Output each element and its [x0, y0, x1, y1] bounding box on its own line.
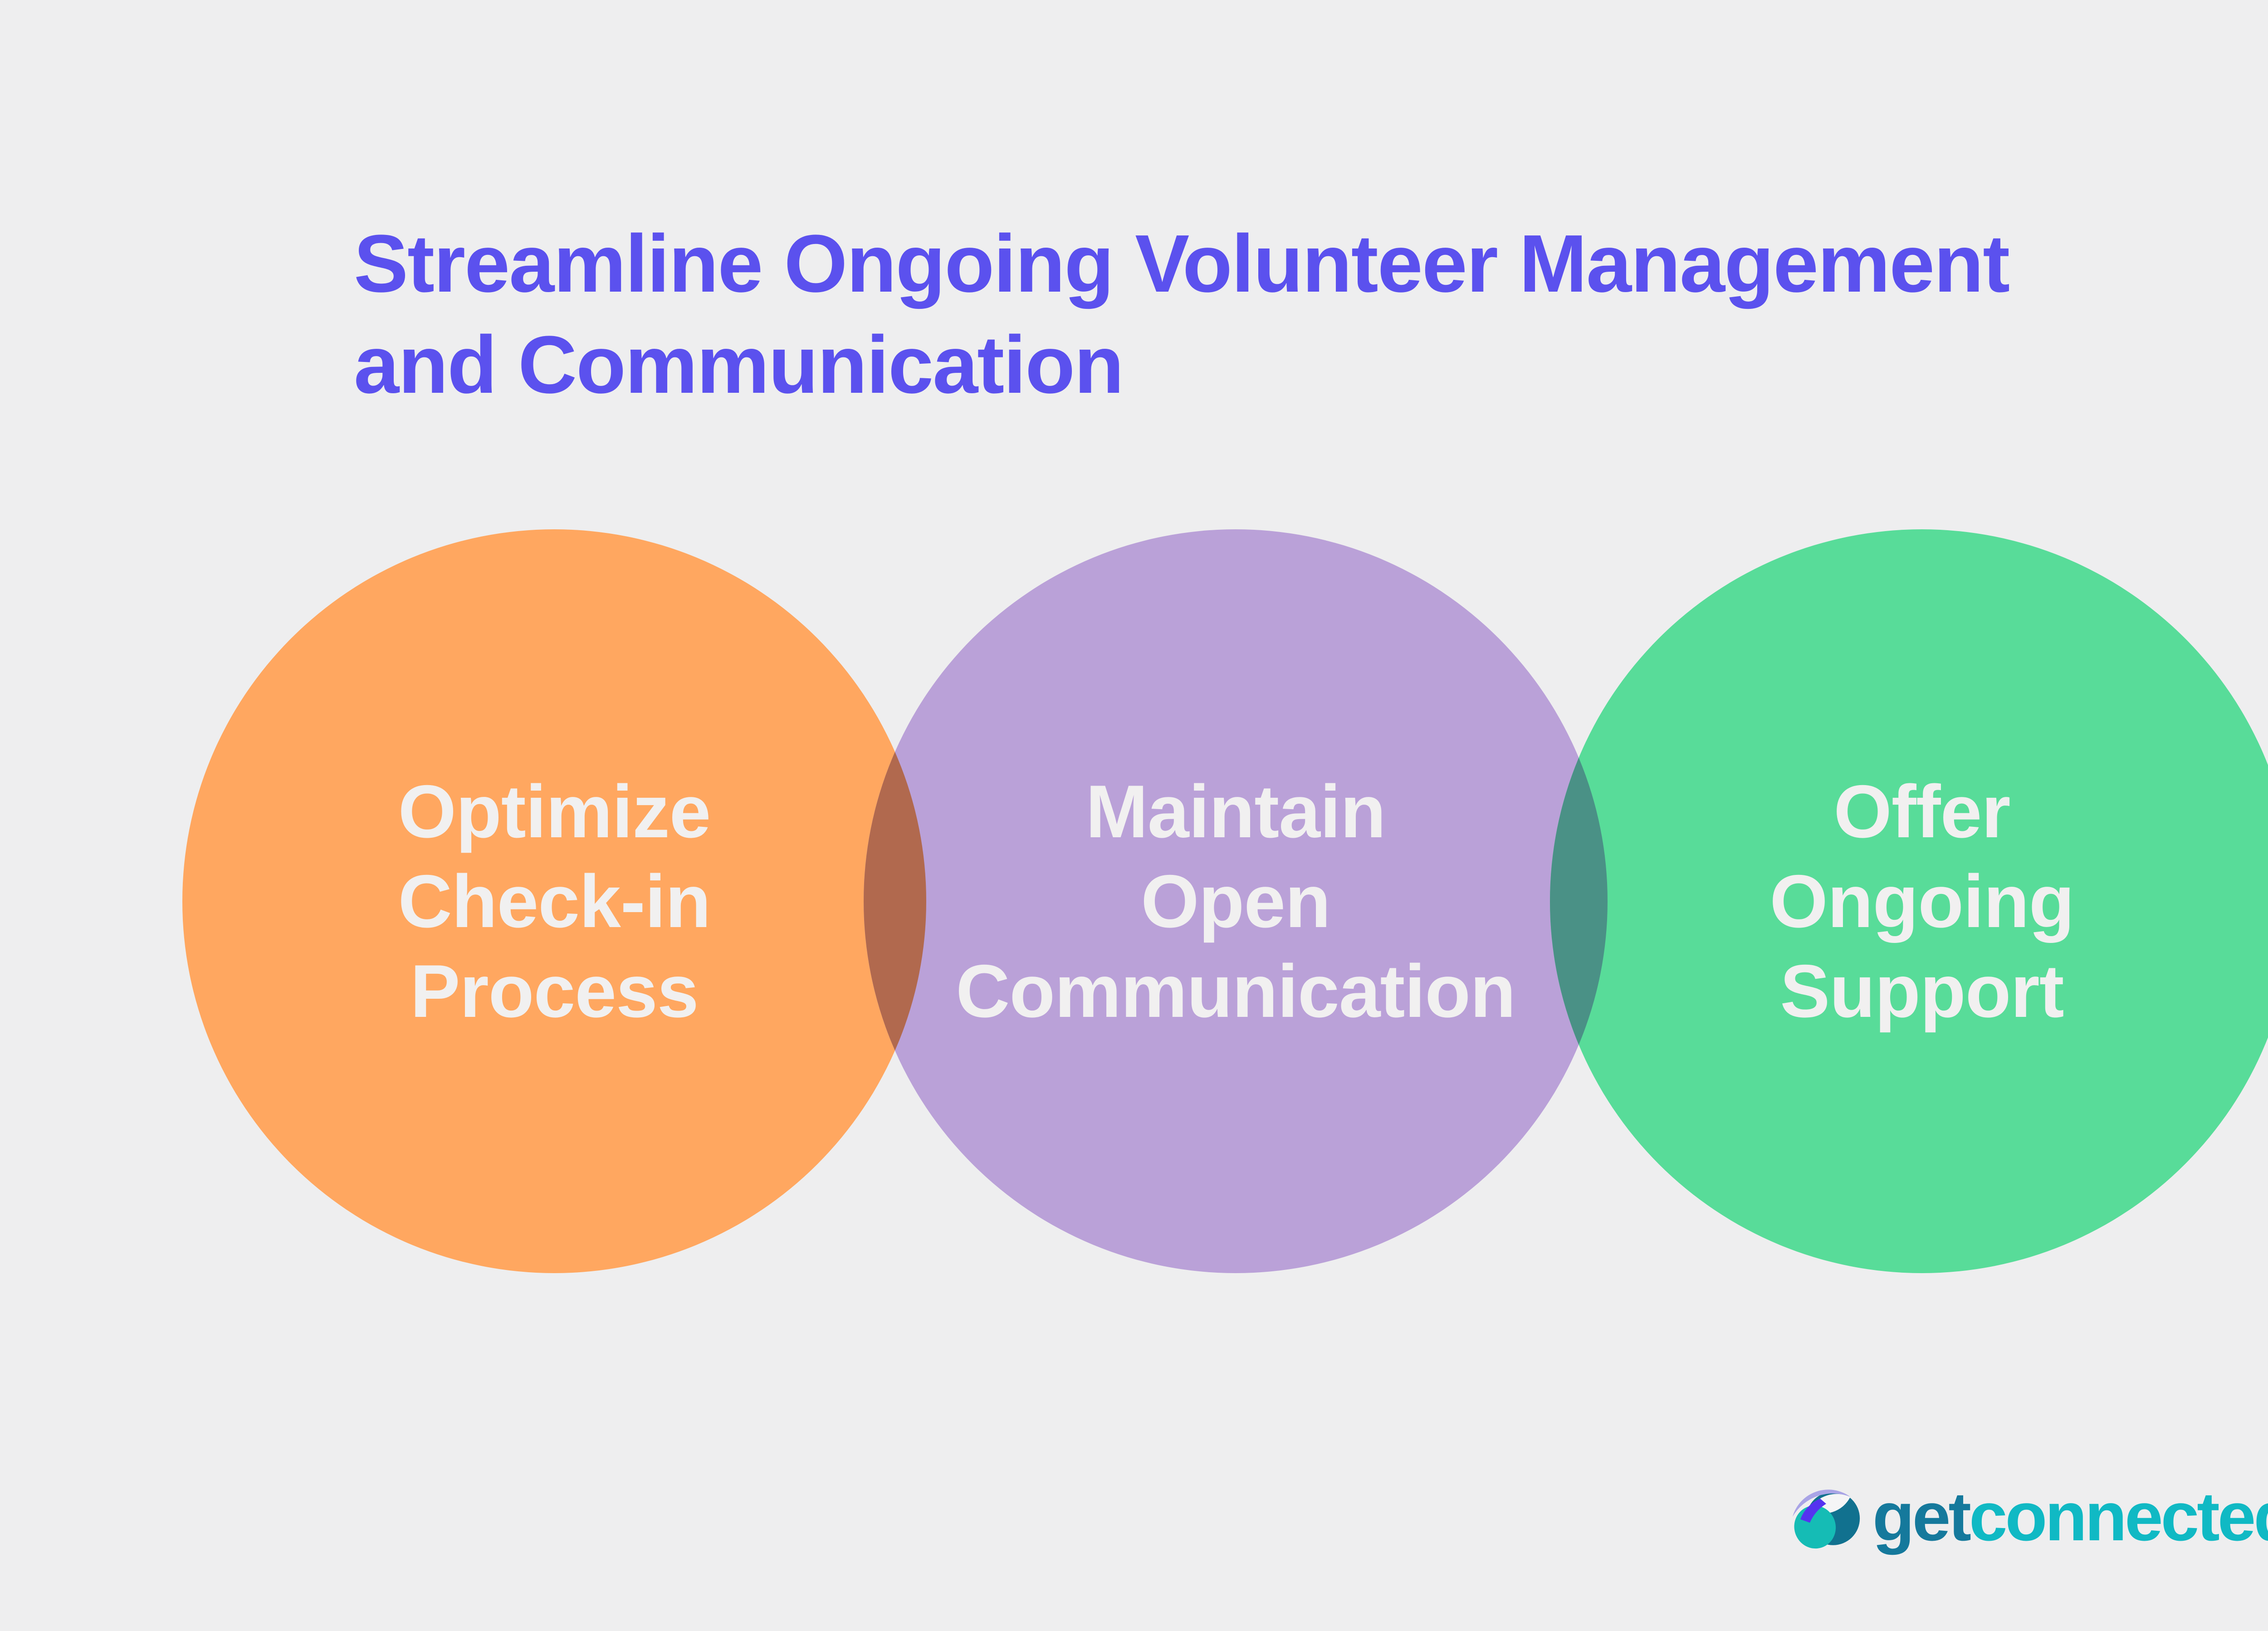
label-line: Optimize [398, 770, 711, 853]
label-line: Communication [956, 949, 1516, 1033]
label-optimize-checkin-process: Optimize Check-in Process [182, 529, 926, 1273]
label-line: Process [410, 949, 699, 1033]
label-line: Maintain [1085, 770, 1386, 853]
getconnected-logo: getconnected [1792, 1480, 2268, 1554]
label-line: Ongoing [1769, 859, 2074, 943]
page-title-line-2: and Communication [354, 319, 1124, 410]
wordmark-get: get [1872, 1478, 1971, 1555]
circle-maintain-communication [864, 529, 1608, 1273]
getconnected-logo-icon [1792, 1489, 1860, 1549]
label-line: Check-in [398, 859, 711, 943]
label-line: Support [1780, 949, 2064, 1033]
page-title: Streamline Ongoing Volunteer Management … [354, 213, 2268, 415]
circle-optimize-checkin [182, 529, 926, 1273]
wordmark-connected: connected [1969, 1478, 2268, 1555]
label-maintain-open-communication: Maintain Open Communication [864, 529, 1608, 1273]
page-title-line-1: Streamline Ongoing Volunteer Management [354, 218, 2010, 309]
label-line: Offer [1833, 770, 2010, 853]
getconnected-wordmark: getconnected [1872, 1482, 2268, 1551]
label-offer-ongoing-support: Offer Ongoing Support [1550, 529, 2268, 1273]
label-line: Open [1141, 859, 1331, 943]
circle-offer-support [1550, 529, 2268, 1273]
